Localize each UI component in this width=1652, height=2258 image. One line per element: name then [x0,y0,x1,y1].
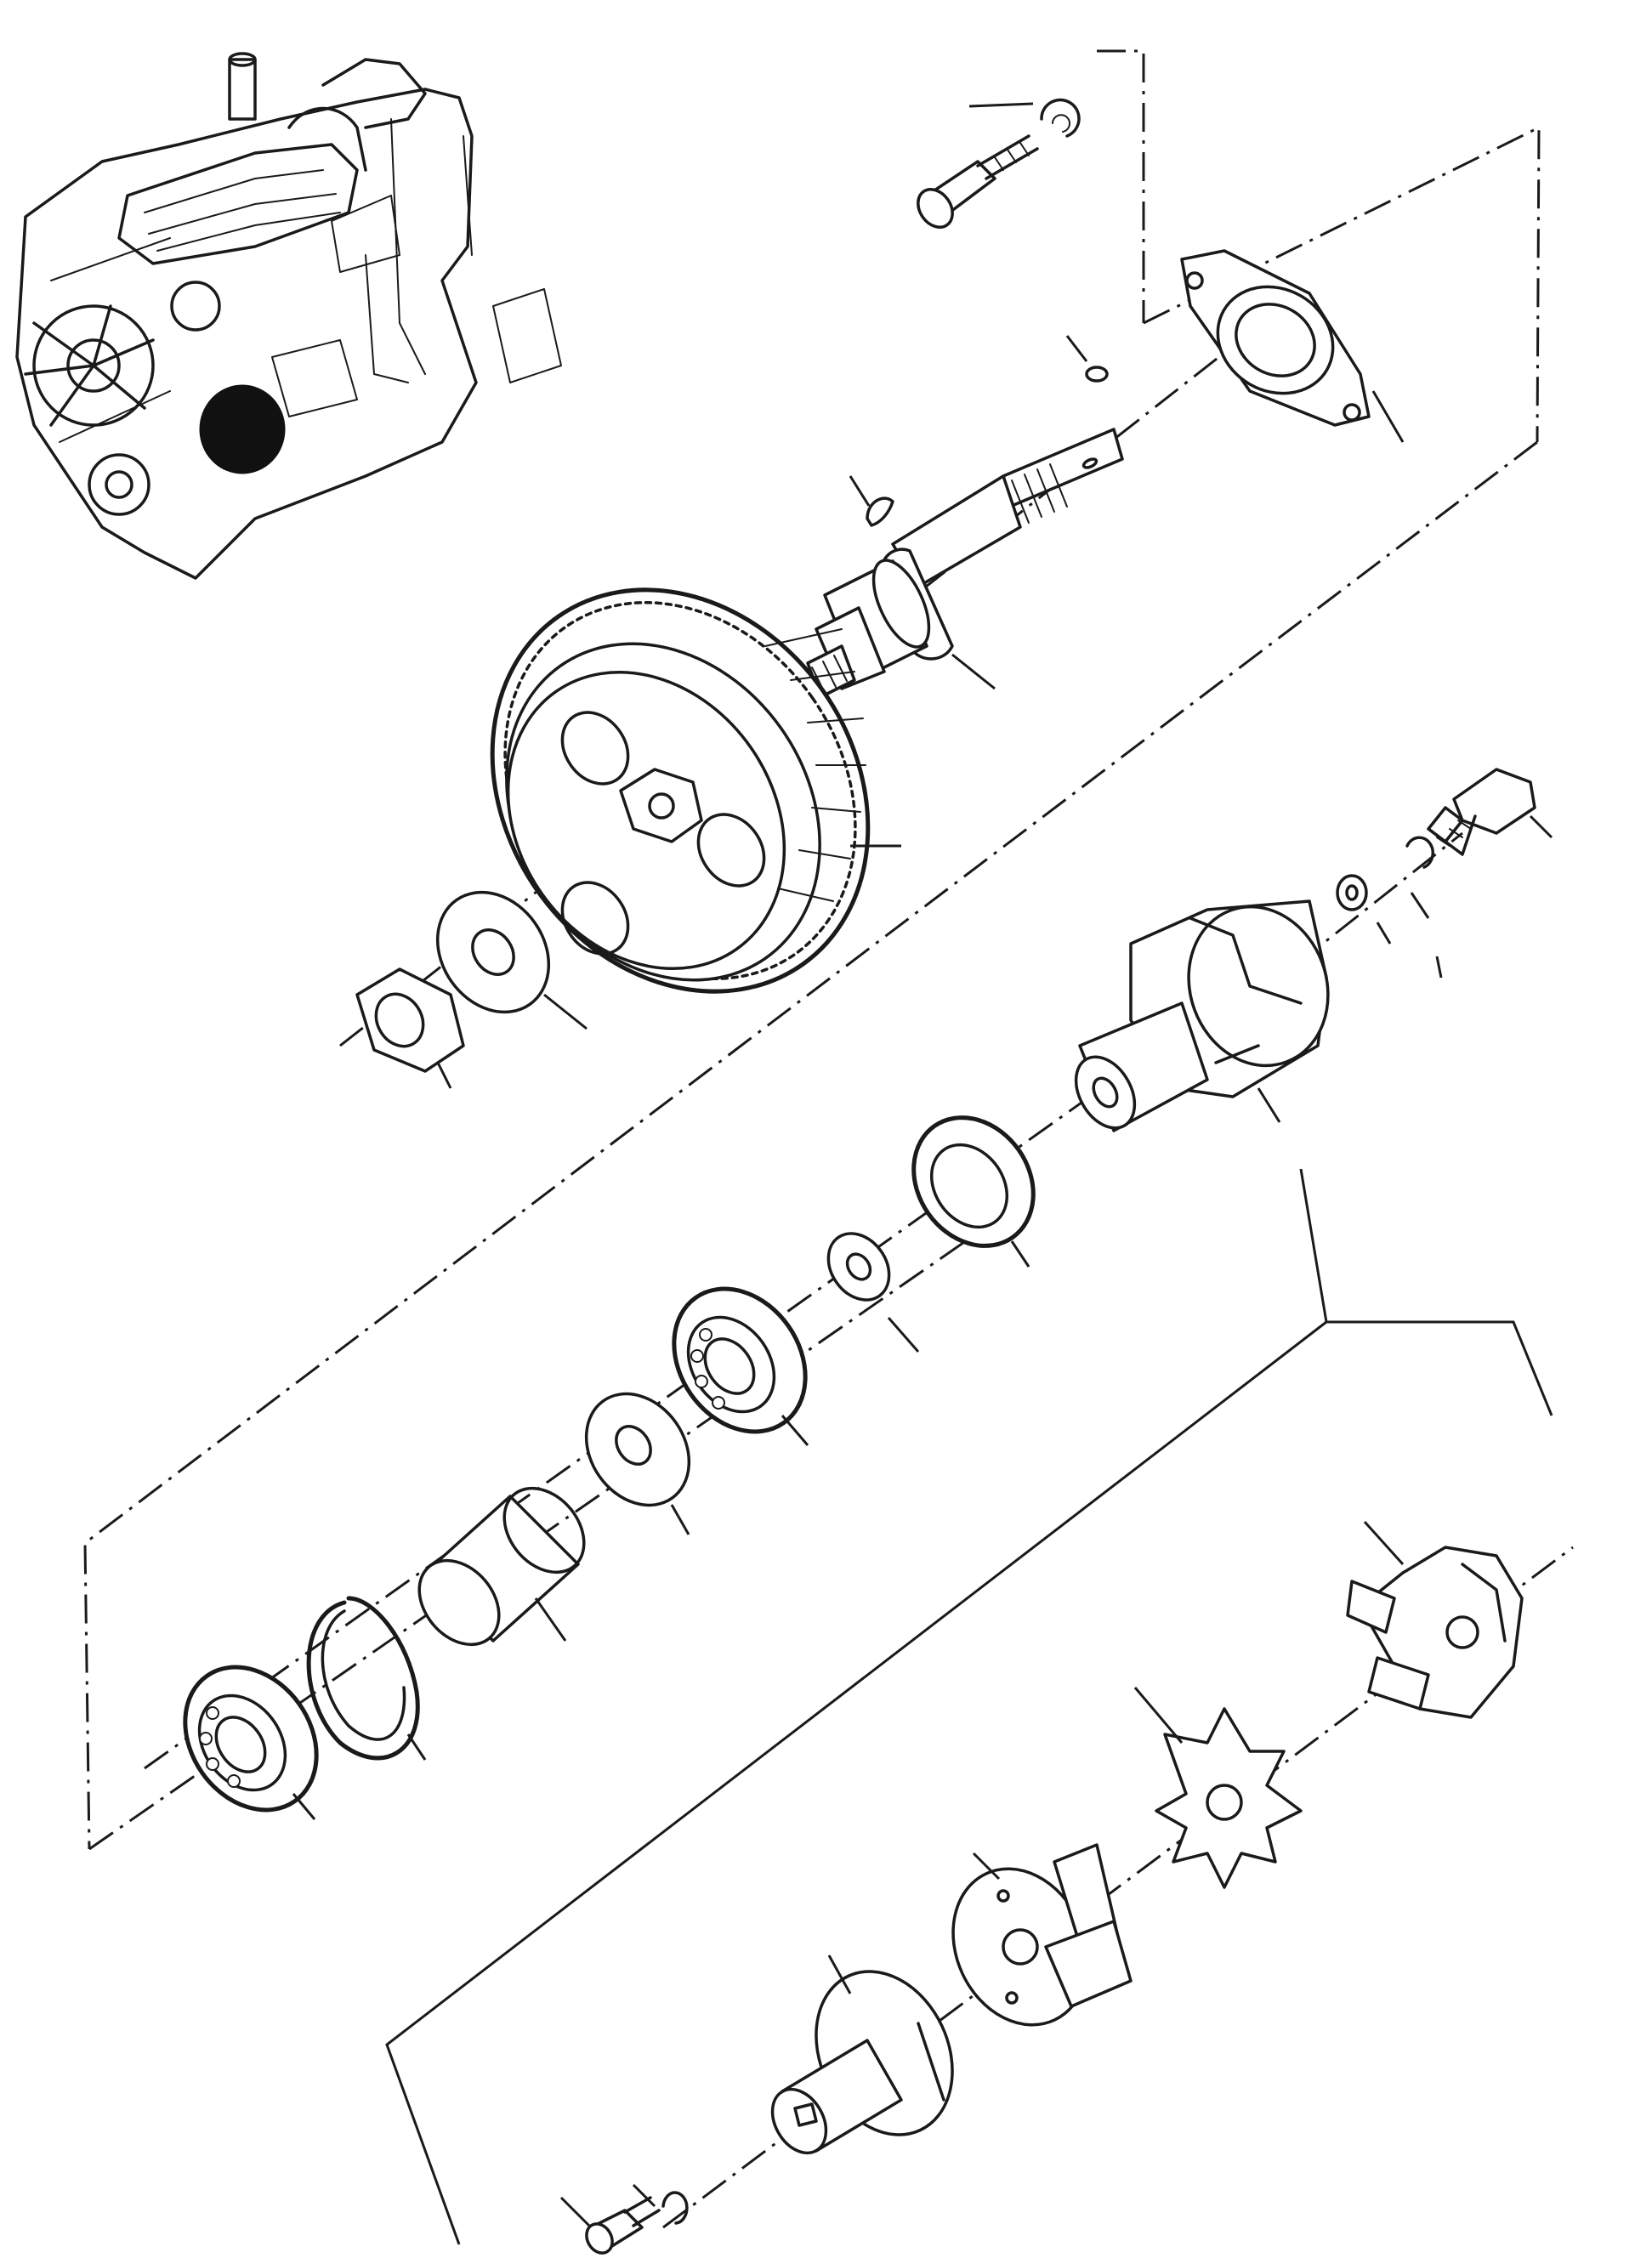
bolt-icon [917,134,1039,229]
housing-icon [1074,899,1330,1132]
washer-icon [1040,98,1081,138]
snap-ring-icon [306,1596,420,1761]
engine-icon [15,52,562,580]
flange-icon [1180,249,1371,427]
leader-lines [292,102,1553,2229]
ring-icon [1085,366,1109,383]
bearing-icon [183,1665,319,1813]
nut-icon [355,967,465,1073]
housing-icon [1346,1546,1524,1719]
washer-icon [584,1392,691,1507]
plate-icon [951,1843,1133,2027]
washer-icon [826,1232,891,1302]
highlighted-pump-icon [199,384,286,474]
washer-icon [661,2191,689,2225]
bolt-icon [1427,768,1536,856]
shaft-icon [806,428,1124,699]
washer-icon [1336,874,1368,911]
washer-icon [1405,836,1434,869]
bearing-icon [672,1286,808,1434]
washer-icon [435,890,551,1014]
gear-icon [490,587,871,994]
key-icon [866,496,894,527]
subassembly-bracket [385,1168,1553,2245]
bolt-icon [585,2196,661,2255]
rotor-icon [1155,1707,1303,1889]
flange-icon [770,1970,954,2155]
seal-icon [911,1115,1036,1248]
sleeve-icon [417,1486,586,1647]
